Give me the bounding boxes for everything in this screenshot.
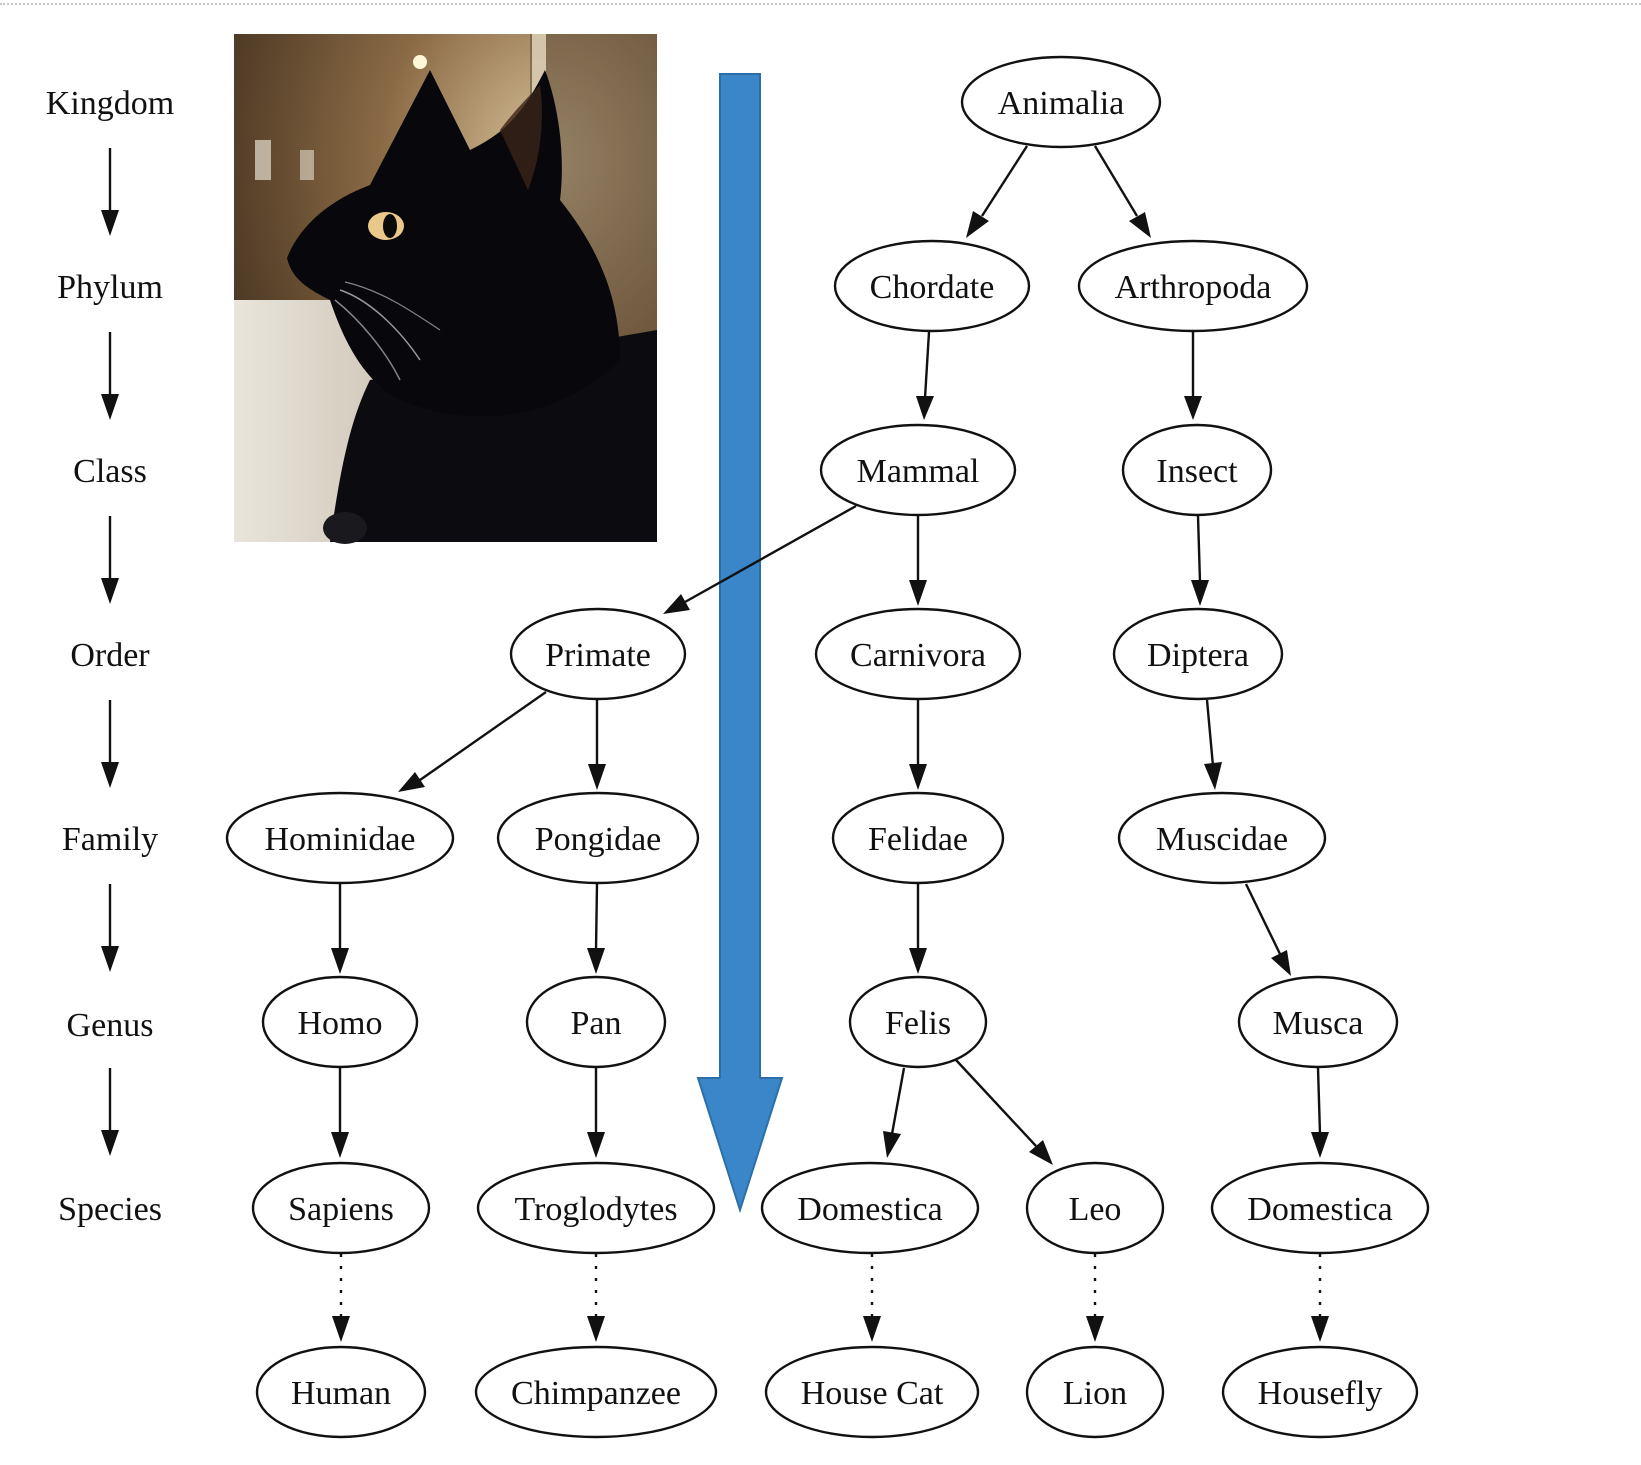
rank-label-order: Order bbox=[70, 637, 150, 674]
rank-arrow bbox=[101, 332, 119, 420]
node-mammal: Mammal bbox=[819, 423, 1017, 517]
node-diptera: Diptera bbox=[1112, 607, 1284, 701]
node-human: Human bbox=[255, 1345, 427, 1439]
rank-arrow bbox=[101, 700, 119, 788]
node-label: Domestica bbox=[797, 1191, 942, 1228]
big-downward-arrow bbox=[696, 73, 784, 1214]
node-housefly: Housefly bbox=[1221, 1345, 1419, 1439]
node-label: Human bbox=[291, 1375, 391, 1412]
node-label: Primate bbox=[545, 637, 651, 674]
node-house-cat: House Cat bbox=[764, 1345, 980, 1439]
node-chimpanzee: Chimpanzee bbox=[474, 1345, 718, 1439]
node-troglodytes: Troglodytes bbox=[476, 1161, 716, 1255]
node-label: Felis bbox=[885, 1005, 951, 1042]
node-pan: Pan bbox=[525, 975, 667, 1069]
node-pongidae: Pongidae bbox=[496, 791, 700, 885]
node-label: Pongidae bbox=[535, 821, 662, 858]
node-carnivora: Carnivora bbox=[814, 607, 1022, 701]
node-homo: Homo bbox=[261, 975, 419, 1069]
node-felis: Felis bbox=[848, 975, 988, 1069]
node-label: Diptera bbox=[1147, 637, 1249, 674]
rank-label-family: Family bbox=[62, 821, 158, 858]
node-label: Muscidae bbox=[1156, 821, 1288, 858]
node-animalia: Animalia bbox=[960, 55, 1162, 149]
rank-column: Kingdom Phylum Class Order Family Genus … bbox=[46, 85, 174, 1228]
node-label: Homo bbox=[298, 1005, 383, 1042]
black-cat-photo bbox=[234, 34, 657, 544]
tree-nodes: Animalia Chordate Arthropoda Mammal Inse… bbox=[225, 55, 1430, 1439]
node-label: Animalia bbox=[998, 85, 1125, 122]
rank-label-species: Species bbox=[58, 1191, 162, 1228]
node-label: Hominidae bbox=[264, 821, 415, 858]
rank-arrow bbox=[101, 516, 119, 604]
rank-arrow bbox=[101, 1068, 119, 1156]
rank-label-class: Class bbox=[73, 453, 147, 490]
node-label: Arthropoda bbox=[1115, 269, 1272, 306]
node-label: Insect bbox=[1156, 453, 1238, 490]
node-label: Domestica bbox=[1247, 1191, 1392, 1228]
node-sapiens: Sapiens bbox=[251, 1161, 431, 1255]
node-arthropoda: Arthropoda bbox=[1077, 239, 1309, 333]
node-primate: Primate bbox=[509, 607, 687, 701]
node-label: House Cat bbox=[801, 1375, 944, 1412]
node-chordate: Chordate bbox=[833, 239, 1031, 333]
rank-arrow bbox=[101, 148, 119, 236]
rank-arrow bbox=[101, 884, 119, 972]
node-label: Housefly bbox=[1258, 1375, 1383, 1412]
node-musca: Musca bbox=[1237, 975, 1399, 1069]
tree-edges bbox=[331, 145, 1329, 1342]
node-label: Lion bbox=[1063, 1375, 1127, 1412]
node-label: Carnivora bbox=[850, 637, 986, 674]
node-label: Chimpanzee bbox=[511, 1375, 681, 1412]
node-label: Troglodytes bbox=[514, 1191, 677, 1228]
node-domestica-cat: Domestica bbox=[760, 1161, 980, 1255]
node-label: Sapiens bbox=[288, 1191, 394, 1228]
dotted-top-border bbox=[0, 3, 1641, 5]
rank-label-kingdom: Kingdom bbox=[46, 85, 174, 122]
node-label: Mammal bbox=[857, 453, 980, 490]
node-lion: Lion bbox=[1025, 1345, 1165, 1439]
node-label: Chordate bbox=[870, 269, 995, 306]
node-label: Pan bbox=[571, 1005, 622, 1042]
node-leo: Leo bbox=[1025, 1161, 1165, 1255]
node-muscidae: Muscidae bbox=[1117, 791, 1327, 885]
node-label: Leo bbox=[1069, 1191, 1122, 1228]
node-domestica-fly: Domestica bbox=[1210, 1161, 1430, 1255]
node-hominidae: Hominidae bbox=[225, 791, 455, 885]
node-label: Musca bbox=[1273, 1005, 1364, 1042]
node-felidae: Felidae bbox=[831, 791, 1005, 885]
node-insect: Insect bbox=[1121, 423, 1273, 517]
rank-label-genus: Genus bbox=[67, 1007, 154, 1044]
rank-label-phylum: Phylum bbox=[57, 269, 163, 306]
node-label: Felidae bbox=[868, 821, 968, 858]
